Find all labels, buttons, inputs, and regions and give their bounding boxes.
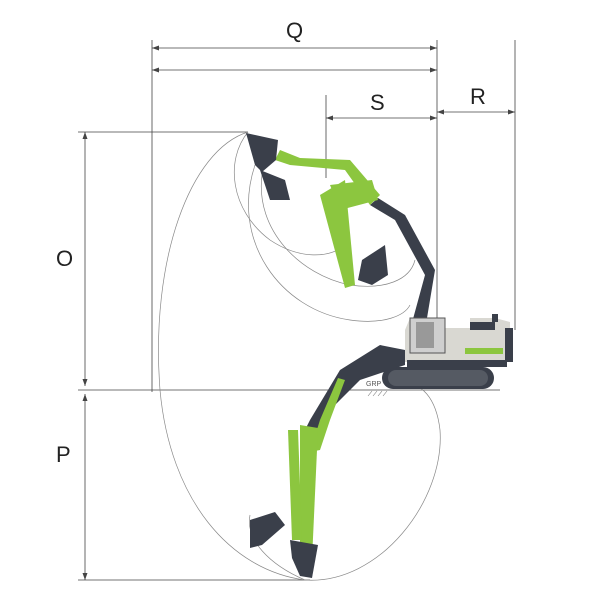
range-envelope [158, 131, 441, 581]
lowered-arm [250, 345, 405, 578]
excavator-body [382, 314, 513, 389]
label-o: O [56, 246, 74, 271]
label-q: Q [286, 18, 304, 43]
label-r: R [470, 84, 486, 109]
ground-hatch-icon [367, 390, 388, 397]
label-s: S [370, 90, 385, 115]
ground-reference-label: GRP [366, 381, 382, 388]
raised-arm [246, 133, 435, 330]
dimension-lines [78, 40, 516, 581]
label-p: P [56, 442, 71, 467]
